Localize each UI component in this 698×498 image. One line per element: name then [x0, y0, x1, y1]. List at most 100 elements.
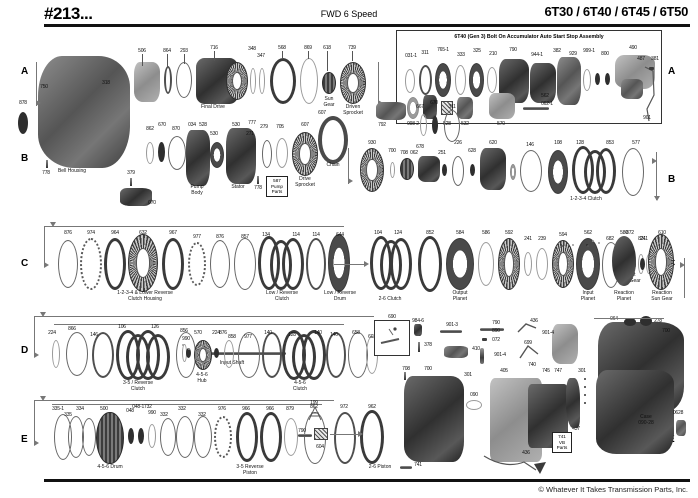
small-bracket [414, 324, 422, 336]
part-number: 279 [260, 124, 268, 130]
part-number: 658 [352, 330, 360, 336]
part-number: 072 [492, 337, 500, 343]
part-number: 990 [182, 336, 190, 342]
part-number: 332 [198, 412, 206, 418]
spacer4 [598, 242, 600, 244]
part-number: 876 [64, 230, 72, 236]
o-ring [276, 138, 288, 168]
piston-disk [435, 63, 451, 97]
section-d-arrow-down [40, 312, 46, 317]
part-number: 379 [127, 170, 135, 176]
part-number: 311 [421, 50, 429, 56]
section-b-arrow [348, 178, 353, 184]
seal [138, 428, 144, 444]
caption-35-reverse-piston: 3-5 Reverse Piston [236, 464, 264, 477]
part-number: 741 [414, 462, 422, 468]
oil-filter [566, 378, 580, 428]
clutch-plate [104, 238, 126, 290]
part-number: 487 [637, 56, 645, 62]
part-number: 311 [448, 104, 456, 110]
section-a-rail [36, 62, 37, 106]
bracket-pin [400, 466, 412, 469]
part-number: 146 [90, 332, 98, 338]
reverse-clutch-plate [146, 334, 170, 380]
spacer8 [188, 348, 190, 350]
part-number: 750 [40, 84, 48, 90]
small-bolt [418, 342, 420, 352]
section-b-rail [348, 148, 349, 184]
part-number: 620 [489, 140, 497, 146]
section-a-arrow [36, 100, 41, 106]
clutch-plate [162, 238, 184, 290]
page-title: FWD 6 Speed [320, 9, 378, 19]
part-number: 034 [188, 122, 196, 128]
part-number: 901-3 [446, 322, 458, 328]
part-number: 977 [244, 334, 252, 340]
part-number: 332 [160, 412, 168, 418]
part-number: 876 [216, 234, 224, 240]
part-number: 031-1 [405, 53, 417, 59]
accumulator-cap [489, 93, 515, 119]
clutch-ring [234, 238, 256, 290]
part-number: 890 [492, 328, 500, 334]
part-number: 747 [554, 368, 562, 374]
seal-ring [52, 340, 60, 368]
part-number: 140 [314, 330, 322, 336]
final-drive-ring-gear [226, 62, 248, 100]
part-number: 976 [218, 406, 226, 412]
low-reverse-drum [328, 234, 350, 292]
part-number: 607 [301, 122, 309, 128]
part-number: 239 [538, 236, 546, 242]
reaction-sun-gear [648, 234, 674, 290]
part-number: 607 [318, 110, 326, 116]
clutch-ring [210, 240, 230, 288]
output-planet [446, 238, 474, 290]
part-number: 146 [526, 142, 534, 148]
section-e-arrow-down [40, 396, 46, 401]
part-number: 901 [643, 115, 651, 121]
section-e-left-rail [34, 400, 35, 444]
part-number: 962 [368, 404, 376, 410]
caption-456-hub: 4-5-6 Hub [196, 372, 208, 385]
part-number: 610 [658, 230, 666, 236]
ring-gear [270, 58, 296, 104]
bolt-dot [584, 378, 586, 380]
spacer3 [572, 244, 574, 246]
snap-ring [520, 150, 542, 192]
part-number: 532 [461, 121, 469, 127]
part-number: 876 [219, 330, 227, 336]
plug-seal [605, 73, 610, 85]
solenoid-bolt [130, 178, 132, 186]
case-rear-view [596, 370, 674, 454]
snap-ring [622, 148, 644, 196]
part-number: 562 [584, 230, 592, 236]
part-number: 378 [424, 342, 432, 348]
spacer6 [592, 240, 594, 242]
part-number: 869 [304, 45, 312, 51]
caption-output-planet: Output Planet [452, 290, 468, 303]
part-number: 790 [298, 428, 306, 434]
part-number: 347 [257, 53, 265, 59]
part-number: 126 [151, 324, 159, 330]
part-number: 966 [266, 406, 274, 412]
part-number: 716 [210, 45, 218, 51]
part-number: 381 [651, 56, 659, 62]
bolt-dot [584, 402, 586, 404]
456-clutch-plate [302, 330, 326, 380]
part-number: 436 [522, 450, 530, 456]
part-number: 678 [416, 144, 424, 150]
part-number: 862 [146, 126, 154, 132]
filter-neck [552, 324, 578, 364]
clutch-housing [480, 148, 506, 190]
part-number: 879 [286, 406, 294, 412]
part-number: 856 [180, 328, 188, 334]
part-number: 506 [138, 48, 146, 54]
link-rod [523, 107, 549, 110]
washer [524, 252, 532, 276]
part-number: 301 [464, 372, 472, 378]
part-number: 062 [410, 150, 418, 156]
leader-line [308, 51, 309, 59]
456-drum [96, 412, 124, 464]
case-plug [640, 316, 652, 326]
part-number: 335 [64, 412, 72, 418]
